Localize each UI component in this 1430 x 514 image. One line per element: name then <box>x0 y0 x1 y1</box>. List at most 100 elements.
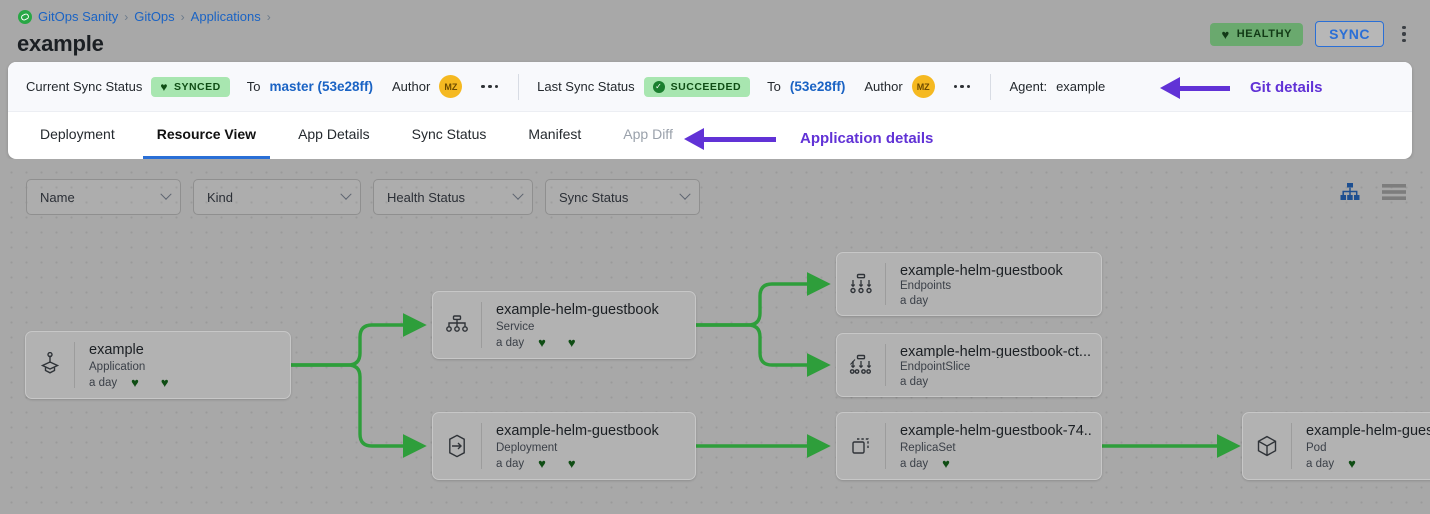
annotation-git-details-label: Git details <box>1250 79 1323 96</box>
graph-node-service[interactable]: example-helm-guestbook Service a day ♥ ♥ <box>432 291 696 359</box>
filter-sync-status-select[interactable]: Sync Status <box>545 179 700 215</box>
divider <box>481 302 482 348</box>
health-status-label: HEALTHY <box>1236 28 1293 40</box>
node-meta: a day ♥ ♥ <box>89 376 191 389</box>
node-name: example-helm-guestbook <box>496 423 659 439</box>
sync-button[interactable]: SYNC <box>1315 21 1384 47</box>
filter-bar: Name Kind Health Status Sync Status <box>26 179 700 215</box>
tree-view-icon[interactable] <box>1340 183 1360 201</box>
health-heart-icon: ♥ <box>131 375 139 390</box>
avatar[interactable]: MZ <box>911 75 935 98</box>
breadcrumb-item-gitops-sanity[interactable]: GitOps Sanity <box>38 9 119 24</box>
divider <box>518 73 520 100</box>
current-sync-status-badge[interactable]: ♥ SYNCED <box>151 76 230 97</box>
health-heart-icon: ♥ <box>538 456 546 471</box>
avatar[interactable]: MZ <box>439 75 463 98</box>
breadcrumb: GitOps Sanity › GitOps › Applications › <box>18 9 271 24</box>
graph-node-application[interactable]: example Application a day ♥ ♥ <box>25 331 291 399</box>
node-meta: a day ♥ <box>900 457 1091 470</box>
current-sync-revision-link[interactable]: master (53e28ff) <box>269 79 374 94</box>
tab-manifest[interactable]: Manifest <box>528 126 582 142</box>
node-age: a day <box>900 295 929 307</box>
list-view-icon[interactable] <box>1382 183 1406 201</box>
top-actions: ♥ HEALTHY SYNC <box>1210 21 1412 47</box>
node-age: a day <box>496 457 525 470</box>
node-name: example-helm-guestbook-74... <box>900 423 1091 439</box>
annotation-git-details: Git details <box>1160 76 1323 99</box>
deployment-icon <box>433 413 481 479</box>
sync-heart-icon: ♥ <box>567 335 576 350</box>
sync-heart-icon: ♥ <box>567 456 576 471</box>
current-sync-ellipsis-icon[interactable] <box>479 84 500 89</box>
tab-deployment[interactable]: Deployment <box>40 126 115 142</box>
filter-health-status-select[interactable]: Health Status <box>373 179 533 215</box>
last-sync-revision-link[interactable]: (53e28ff) <box>789 79 846 94</box>
breadcrumb-item-gitops[interactable]: GitOps <box>134 9 175 24</box>
graph-node-deployment[interactable]: example-helm-guestbook Deployment a day … <box>432 412 696 480</box>
filter-sync-status-label: Sync Status <box>559 189 629 205</box>
chevron-down-icon <box>679 188 691 200</box>
node-meta: a day ♥ ♥ <box>496 457 659 470</box>
node-meta: a day ♥ <box>1306 457 1430 470</box>
last-sync-status-group: Last Sync Status ✓ SUCCEEDED To (53e28ff… <box>537 75 972 98</box>
gitops-logo-icon <box>18 9 32 24</box>
filter-kind-select[interactable]: Kind <box>193 179 361 215</box>
graph-node-pod[interactable]: example-helm-guest Pod a day ♥ <box>1242 412 1430 480</box>
tab-resource-view[interactable]: Resource View <box>142 112 271 159</box>
filter-health-status-label: Health Status <box>387 189 466 205</box>
divider <box>481 423 482 469</box>
node-kind: Application <box>89 361 146 373</box>
tab-app-diff: App Diff <box>623 126 673 142</box>
replicaset-icon <box>837 413 885 479</box>
pod-icon <box>1243 413 1291 479</box>
node-name: example-helm-guestbook <box>900 263 1063 277</box>
node-body: example-helm-guestbook Service a day ♥ ♥ <box>482 292 669 358</box>
graph-node-endpointslice[interactable]: example-helm-guestbook-ct... EndpointSli… <box>836 333 1102 397</box>
node-age: a day <box>900 457 929 470</box>
kebab-menu-icon[interactable] <box>1396 23 1412 45</box>
last-sync-status-badge-label: SUCCEEDED <box>670 80 742 93</box>
endpointslice-icon <box>837 334 885 396</box>
tab-sync-status[interactable]: Sync Status <box>411 126 487 142</box>
node-meta: a day ♥ ♥ <box>496 336 659 349</box>
arrow-left-icon <box>684 127 776 150</box>
node-kind: ReplicaSet <box>900 442 956 454</box>
node-kind: Endpoints <box>900 280 952 292</box>
filter-name-label: Name <box>40 189 75 205</box>
divider <box>885 263 886 305</box>
current-sync-status-group: Current Sync Status ♥ SYNCED To master (… <box>26 75 500 98</box>
node-body: example-helm-guest Pod a day ♥ <box>1292 413 1430 479</box>
filter-name-select[interactable]: Name <box>26 179 181 215</box>
node-meta: a day <box>900 295 1063 307</box>
node-body: example-helm-guestbook-ct... EndpointSli… <box>886 334 1101 396</box>
current-sync-author-label: Author <box>392 79 431 94</box>
check-circle-icon: ✓ <box>652 80 665 93</box>
graph-node-replicaset[interactable]: example-helm-guestbook-74... ReplicaSet … <box>836 412 1102 480</box>
node-name: example <box>89 342 144 358</box>
resource-graph-canvas: Name Kind Health Status Sync Status <box>0 159 1430 514</box>
agent-group: Agent: example <box>1009 79 1105 94</box>
node-name: example-helm-guestbook-ct... <box>900 344 1091 358</box>
node-body: example-helm-guestbook Endpoints a day <box>886 253 1073 315</box>
annotation-application-details: Application details <box>684 127 933 150</box>
divider <box>885 344 886 386</box>
tab-app-details[interactable]: App Details <box>298 126 370 142</box>
breadcrumb-item-applications[interactable]: Applications <box>190 9 261 24</box>
view-toggle-group <box>1340 183 1406 201</box>
divider <box>1291 423 1292 469</box>
graph-node-endpoints[interactable]: example-helm-guestbook Endpoints a day <box>836 252 1102 316</box>
health-status-badge[interactable]: ♥ HEALTHY <box>1210 22 1304 46</box>
node-age: a day <box>496 336 525 349</box>
last-sync-status-badge[interactable]: ✓ SUCCEEDED <box>643 76 751 97</box>
heart-icon: ♥ <box>160 79 168 94</box>
filter-kind-label: Kind <box>207 189 234 205</box>
last-sync-ellipsis-icon[interactable] <box>952 84 973 89</box>
node-kind: Deployment <box>496 442 558 454</box>
argo-application-icon <box>26 332 74 398</box>
node-body: example-helm-guestbook-74... ReplicaSet … <box>886 413 1101 479</box>
agent-value: example <box>1056 79 1106 94</box>
arrow-left-icon <box>1160 76 1230 99</box>
sync-heart-icon: ♥ <box>160 375 169 390</box>
divider <box>74 342 75 388</box>
last-sync-author-label: Author <box>864 79 903 94</box>
